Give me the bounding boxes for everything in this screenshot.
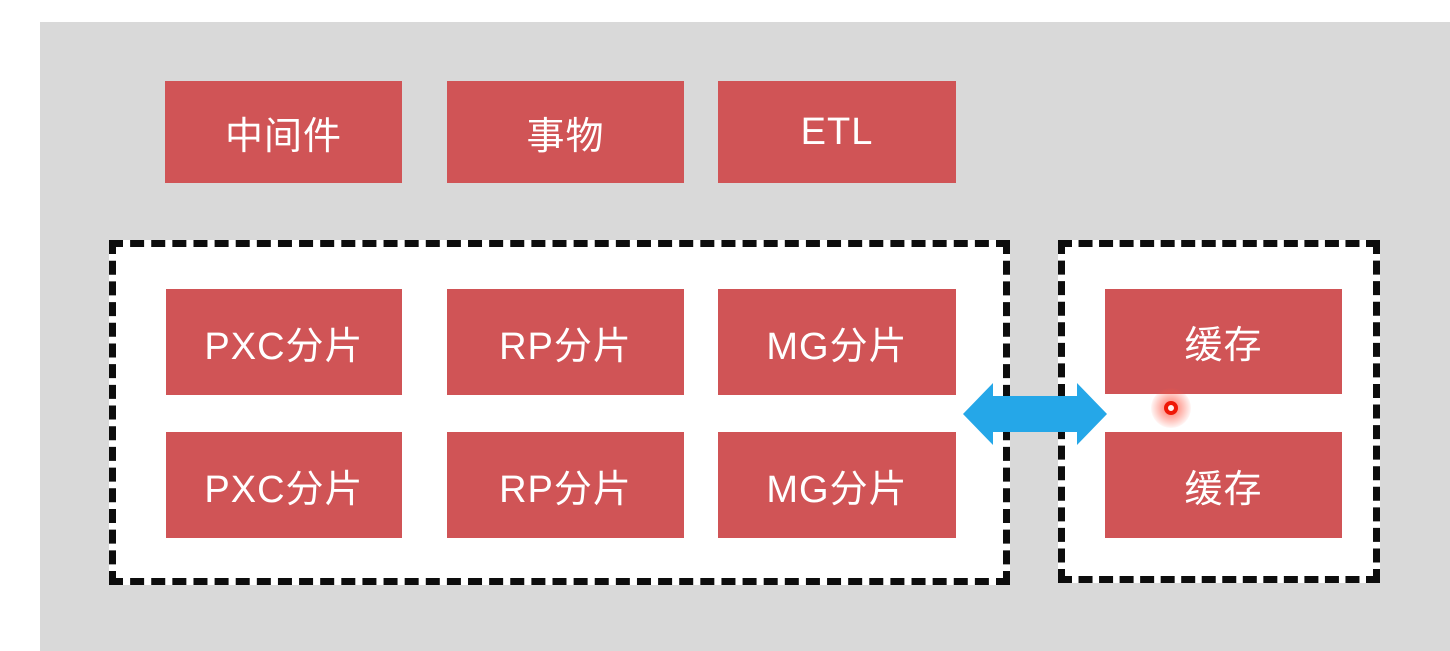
- box-rp-shard-1-label: RP分片: [499, 325, 632, 368]
- box-rp-shard-2-label: RP分片: [499, 468, 632, 511]
- box-transaction-label: 事物: [526, 115, 605, 158]
- bidirectional-arrow-svg: [963, 383, 1107, 445]
- box-mg-shard-1-label: MG分片: [766, 325, 908, 368]
- box-cache-1-label: 缓存: [1184, 325, 1263, 367]
- box-rp-shard-2: RP分片: [447, 432, 684, 538]
- box-pxc-shard-1-label: PXC分片: [204, 325, 364, 368]
- box-cache-2-label: 缓存: [1184, 468, 1263, 511]
- box-etl-label: ETL: [800, 110, 874, 153]
- box-mg-shard-2: MG分片: [718, 432, 956, 538]
- box-mg-shard-2-label: MG分片: [766, 468, 908, 511]
- box-pxc-shard-1: PXC分片: [166, 289, 402, 395]
- box-pxc-shard-2-label: PXC分片: [204, 468, 364, 511]
- box-mg-shard-1: MG分片: [718, 289, 956, 395]
- bidirectional-arrow-icon: [960, 378, 1110, 448]
- box-rp-shard-1: RP分片: [447, 289, 684, 395]
- box-etl: ETL: [718, 81, 956, 183]
- box-transaction: 事物: [447, 81, 684, 183]
- cursor-click-indicator-icon: [1164, 401, 1178, 415]
- box-middleware: 中间件: [165, 81, 402, 183]
- box-cache-1: 缓存: [1105, 289, 1342, 394]
- bidirectional-arrow-shape: [963, 383, 1107, 445]
- box-middleware-label: 中间件: [224, 115, 342, 158]
- box-cache-2: 缓存: [1105, 432, 1342, 538]
- box-pxc-shard-2: PXC分片: [166, 432, 402, 538]
